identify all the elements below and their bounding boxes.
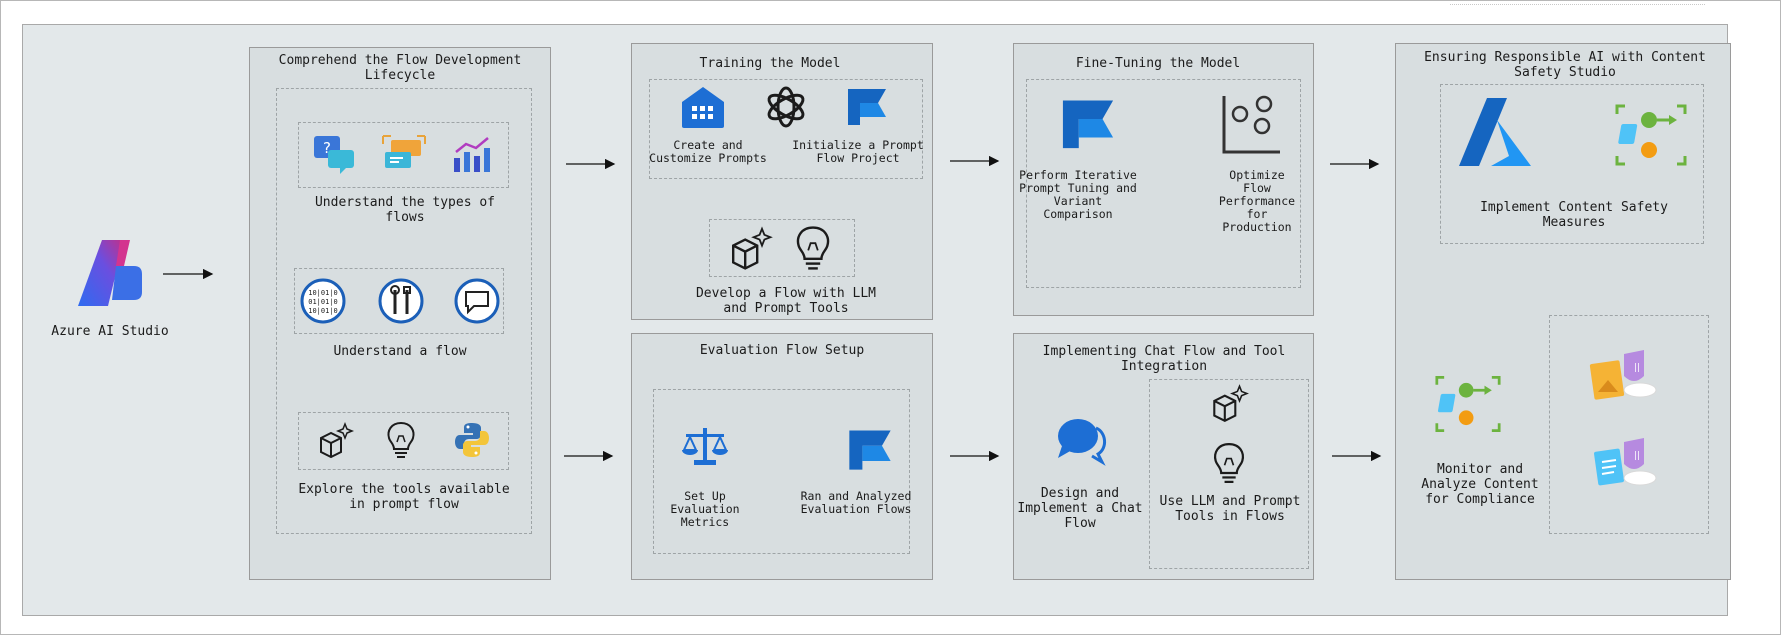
chat-title: Implementing Chat Flow and Tool Integrat… bbox=[1042, 344, 1286, 374]
ran-analyzed-label: Ran and Analyzed Evaluation Flows bbox=[800, 489, 912, 516]
responsible-title: Ensuring Responsible AI with Content Saf… bbox=[1424, 50, 1706, 80]
scatter-plot-icon bbox=[1220, 94, 1282, 160]
python-logo-icon bbox=[452, 420, 492, 464]
lifecycle-dashed-group bbox=[276, 88, 532, 534]
chat-messages-icon bbox=[381, 134, 427, 180]
azure-ai-studio-label: Azure AI Studio bbox=[51, 324, 169, 339]
init-project-label: Initialize a Prompt Flow Project bbox=[792, 138, 924, 165]
openai-logo-icon bbox=[763, 84, 809, 134]
tools-wrench-icon bbox=[378, 278, 424, 328]
monitor-dashed-group bbox=[1549, 315, 1709, 534]
chat-bubble-icon bbox=[454, 278, 500, 328]
svg-text:01|01|0: 01|01|0 bbox=[308, 298, 338, 306]
cube-sparkle-icon-2 bbox=[724, 224, 776, 276]
svg-text:||: || bbox=[1634, 451, 1640, 461]
responsible-top-dashed-group bbox=[1440, 84, 1704, 244]
use-llm-tools-label: Use LLM and Prompt Tools in Flows bbox=[1159, 494, 1301, 524]
finetune-dashed-group bbox=[1026, 79, 1301, 288]
llm-tools-icons-box bbox=[709, 219, 855, 277]
lightbulb-icon bbox=[383, 420, 419, 464]
evaluation-title: Evaluation Flow Setup bbox=[699, 343, 865, 358]
understand-flow-label: Understand a flow bbox=[333, 344, 467, 359]
chat-bubbles-icon bbox=[1054, 416, 1110, 470]
text-moderation-icon: || bbox=[1588, 436, 1658, 500]
monitor-compliance-label: Monitor and Analyze Content for Complian… bbox=[1421, 462, 1539, 507]
svg-text:10|01|0: 10|01|0 bbox=[308, 307, 338, 315]
lightbulb-icon-3 bbox=[1209, 440, 1249, 490]
app-grid-icon bbox=[678, 84, 728, 134]
explore-tools-label: Explore the tools available in prompt fl… bbox=[298, 482, 510, 512]
image-moderation-icon: || bbox=[1588, 348, 1658, 412]
training-title: Training the Model bbox=[699, 56, 841, 71]
azure-ai-studio-logo-icon bbox=[72, 236, 152, 312]
finetune-panel bbox=[1013, 43, 1314, 316]
chat-tools-dashed-group bbox=[1149, 379, 1309, 569]
flow-structure-icons-box bbox=[294, 268, 504, 334]
svg-text:10|01|0: 10|01|0 bbox=[308, 289, 338, 297]
cube-sparkle-icon-3 bbox=[1206, 382, 1252, 428]
implement-safety-label: Implement Content Safety Measures bbox=[1480, 200, 1668, 230]
content-safety-flow-icon-2 bbox=[1435, 373, 1501, 439]
finetune-title: Fine-Tuning the Model bbox=[1075, 56, 1241, 71]
responsible-panel bbox=[1395, 43, 1731, 580]
evaluation-dashed-group bbox=[653, 389, 910, 554]
develop-flow-label: Develop a Flow with LLM and Prompt Tools bbox=[695, 286, 876, 316]
svg-text:||: || bbox=[1634, 363, 1640, 373]
content-safety-flow-icon bbox=[1615, 104, 1687, 170]
optimize-flow-label: Optimize Flow Performance for Production bbox=[1218, 168, 1296, 234]
chat-panel bbox=[1013, 333, 1314, 580]
flow-types-label: Understand the types of flows bbox=[314, 195, 495, 225]
cube-sparkle-icon bbox=[315, 420, 355, 464]
prompt-flow-logo-icon-2 bbox=[842, 424, 898, 478]
lifecycle-title: Comprehend the Flow Development Lifecycl… bbox=[278, 53, 522, 83]
create-prompts-label: Create and Customize Prompts bbox=[649, 138, 767, 165]
prompt-flow-logo-icon-3 bbox=[1055, 90, 1121, 160]
qa-chat-icon: ? bbox=[312, 134, 358, 180]
perform-tuning-label: Perform Iterative Prompt Tuning and Vari… bbox=[1019, 168, 1137, 221]
balance-scale-icon bbox=[680, 424, 730, 472]
evaluation-metrics-label: Set Up Evaluation Metrics bbox=[670, 489, 740, 529]
analytics-chart-icon bbox=[450, 134, 496, 180]
azure-logo-icon bbox=[1457, 94, 1533, 174]
flow-types-icons-box bbox=[298, 122, 509, 188]
prompt-flow-logo-icon bbox=[842, 83, 892, 133]
lightbulb-icon-2 bbox=[790, 224, 836, 276]
training-dashed-group bbox=[649, 79, 923, 179]
tools-icons-box bbox=[298, 412, 509, 470]
top-dotted-rule bbox=[1450, 0, 1705, 5]
svg-text:?: ? bbox=[323, 139, 331, 157]
design-chat-label: Design and Implement a Chat Flow bbox=[1017, 486, 1143, 531]
